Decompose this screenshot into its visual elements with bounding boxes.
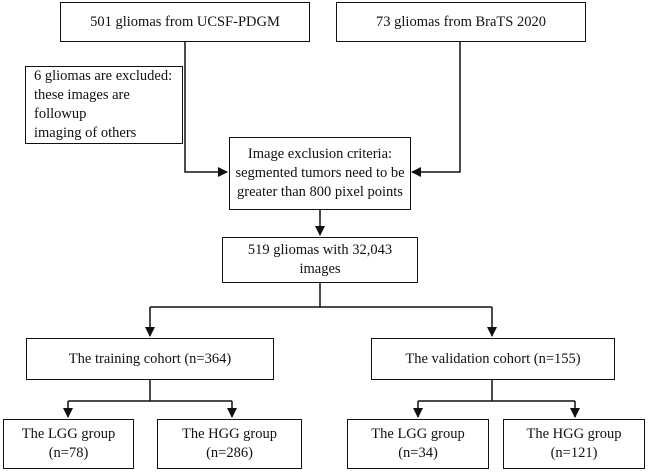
box-train-lgg-line-1: The LGG group [21,426,116,442]
box-training: The training cohort (n=364) [26,338,274,380]
box-excluded: 6 gliomas are excluded: these images are… [25,66,183,144]
box-total: 519 gliomas with 32,043 images [222,237,418,283]
box-ucsf: 501 gliomas from UCSF-PDGM [60,2,310,42]
box-val-lgg-line-2: (n=34) [398,445,438,461]
box-val-hgg-line-2: (n=121) [550,445,598,461]
box-train-hgg-line-1: The HGG group [181,426,278,442]
box-brats-line-1: 73 gliomas from BraTS 2020 [376,13,546,30]
box-train-lgg: The LGG group (n=78) [3,419,134,469]
box-val-hgg: The HGG group (n=121) [503,419,645,469]
box-excluded-line-3: imaging of others [34,125,137,141]
box-criteria: Image exclusion criteria: segmented tumo… [229,137,411,210]
arrow-brats-to-criteria [411,42,461,177]
box-val-lgg: The LGG group (n=34) [347,419,489,469]
box-val-lgg-line-1: The LGG group [371,426,465,442]
box-criteria-line-3: greater than 800 pixel points [237,184,403,200]
box-excluded-line-1: 6 gliomas are excluded: [34,68,173,84]
arrow-ucsf-to-criteria [184,42,228,177]
box-total-line-1: 519 gliomas with 32,043 images [247,242,393,277]
box-train-lgg-line-2: (n=78) [48,445,89,461]
box-validation-line-1: The validation cohort (n=155) [405,350,581,367]
box-excluded-line-2: these images are followup [34,87,130,122]
box-validation: The validation cohort (n=155) [371,338,615,380]
split-line-total [150,283,492,308]
box-train-hgg: The HGG group (n=286) [157,419,302,469]
box-brats: 73 gliomas from BraTS 2020 [336,2,586,42]
box-val-hgg-line-1: The HGG group [526,426,622,442]
box-ucsf-line-1: 501 gliomas from UCSF-PDGM [90,13,280,30]
box-training-line-1: The training cohort (n=364) [68,350,232,367]
box-criteria-line-1: Image exclusion criteria: [247,146,393,162]
box-train-hgg-line-2: (n=286) [206,445,253,461]
split-line-validation [418,380,575,402]
split-line-training [68,380,232,402]
box-criteria-line-2: segmented tumors need to be [235,165,405,181]
